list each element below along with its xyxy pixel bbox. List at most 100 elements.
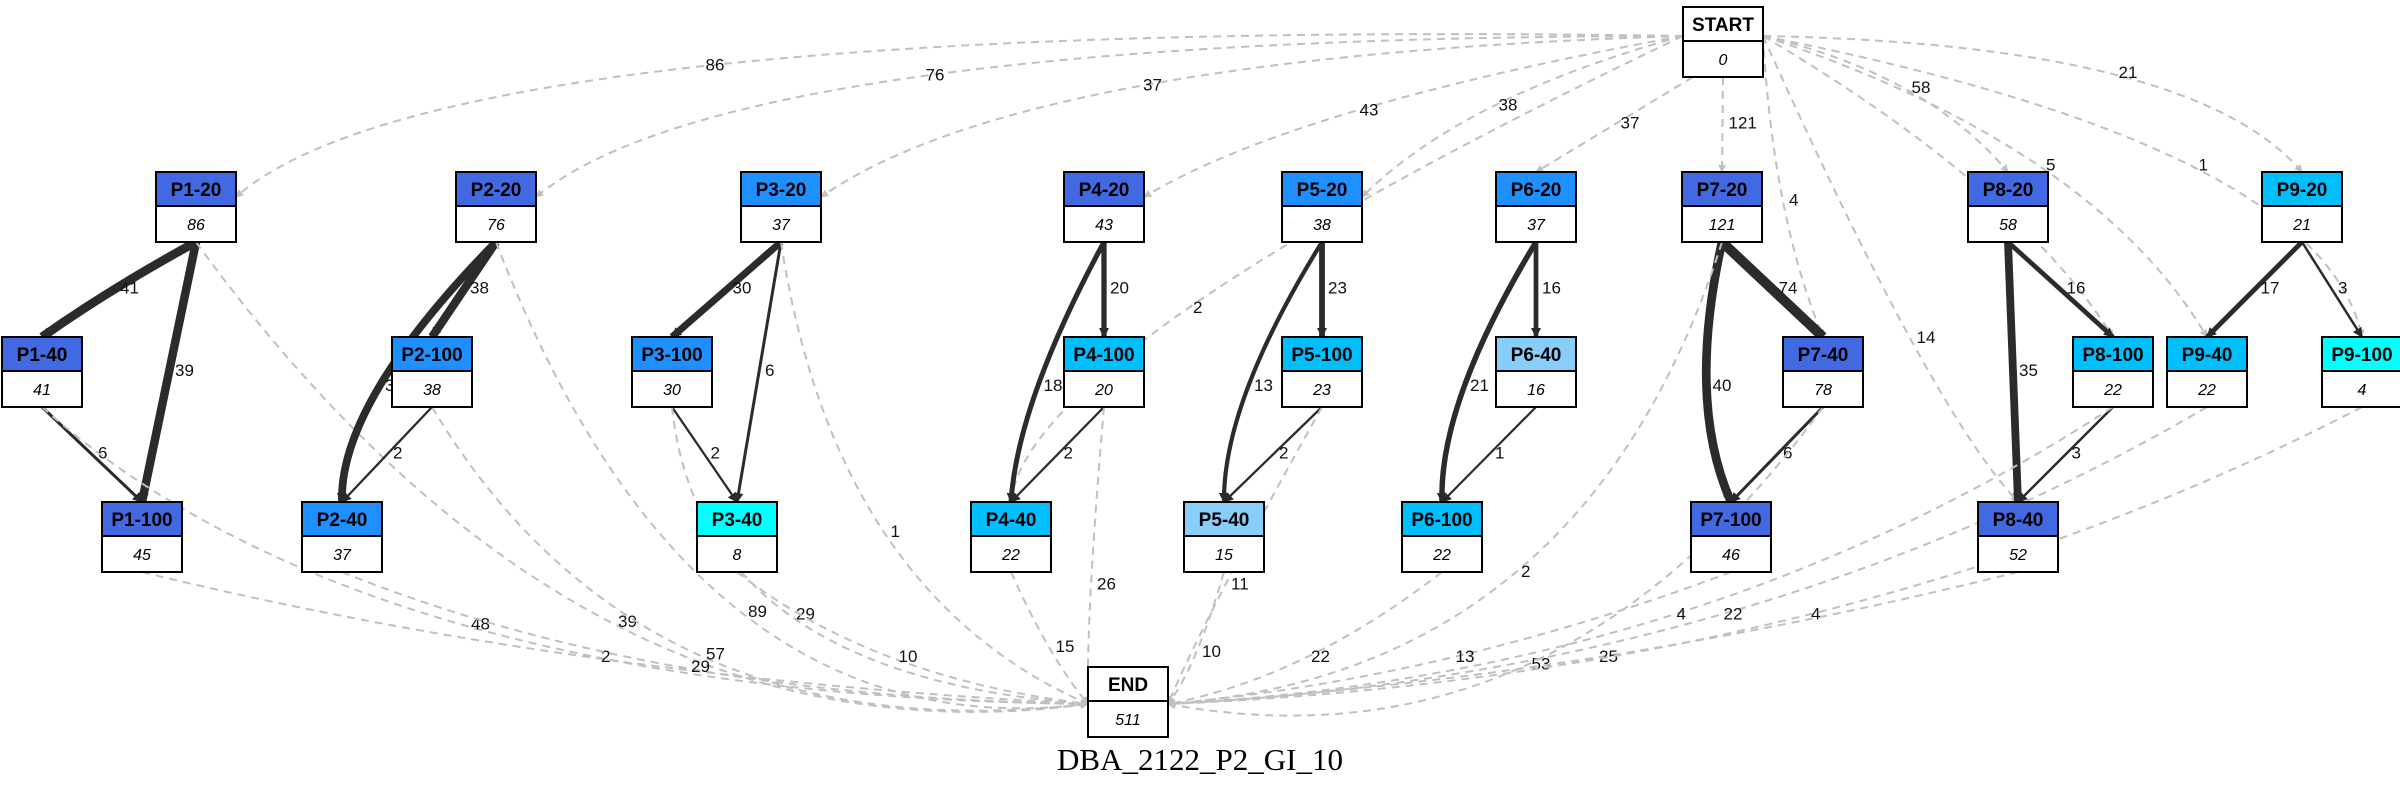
edge-start-to-p4-40	[1007, 35, 1684, 503]
node-count: 4	[2358, 382, 2367, 399]
edge-label: 40	[1713, 376, 1732, 395]
node-p3-40[interactable]: P3-408	[696, 501, 778, 573]
node-count: 37	[1527, 217, 1546, 234]
edge-label: 29	[691, 657, 710, 676]
edge-p9-20-to-p9-100	[2300, 241, 2364, 338]
edge-label: 1	[2199, 156, 2208, 175]
edge-p8-100-to-end	[1167, 406, 2114, 708]
edge-label: 6	[765, 361, 774, 380]
node-body	[1977, 535, 2059, 573]
node-body	[1690, 535, 1772, 573]
node-title: P5-20	[1297, 180, 1348, 201]
node-header	[1495, 171, 1577, 207]
node-body	[1967, 205, 2049, 243]
edge-p8-100-to-p8-40	[2017, 406, 2114, 503]
node-body	[696, 535, 778, 573]
edge-label: 13	[1254, 376, 1273, 395]
edge-label: 41	[120, 279, 139, 298]
edge-label: 74	[1779, 279, 1798, 298]
node-title: END	[1108, 675, 1148, 696]
edge-start-to-p2-20	[535, 35, 1684, 198]
edge-label: 48	[471, 615, 490, 634]
edge-label: 2	[1064, 444, 1073, 463]
node-body	[1682, 40, 1764, 78]
node-header	[1183, 501, 1265, 537]
edges-layer: 8676372433837121414586521141393964823538…	[39, 33, 2365, 717]
node-count: 52	[2009, 547, 2027, 564]
node-body	[1495, 370, 1577, 408]
node-count: 0	[1719, 52, 1728, 69]
node-body	[740, 205, 822, 243]
node-body	[1782, 370, 1864, 408]
node-body	[1063, 205, 1145, 243]
edge-p4-20-to-p4-40	[1006, 240, 1107, 503]
node-body	[1281, 370, 1363, 408]
node-count: 22	[2197, 382, 2216, 399]
node-count: 511	[1115, 712, 1141, 729]
node-title: P2-100	[401, 345, 462, 366]
node-body	[155, 205, 237, 243]
edge-p2-100-to-p2-40	[341, 406, 433, 503]
edge-p3-100-to-end	[671, 406, 1089, 708]
node-title: P7-40	[1798, 345, 1849, 366]
edge-label: 18	[1044, 376, 1063, 395]
edge-start-to-p6-20	[1535, 76, 1694, 173]
edge-label: 23	[1328, 279, 1347, 298]
edge-p7-40-to-p7-100	[1729, 405, 1825, 504]
node-body	[1183, 535, 1265, 573]
node-count: 37	[333, 547, 352, 564]
graph-caption: DBA_2122_P2_GI_10	[1057, 742, 1343, 777]
node-title: P8-20	[1983, 180, 2034, 201]
edge-start-to-p1-20	[235, 33, 1684, 198]
node-title: P8-100	[2082, 345, 2143, 366]
edge-start-to-p9-20	[1762, 35, 2303, 173]
edge-label: 121	[1729, 114, 1757, 133]
edge-p1-100-to-end	[141, 571, 1089, 708]
edge-start-to-p7-20	[1718, 76, 1727, 173]
node-end[interactable]: END 511	[1087, 666, 1169, 738]
edge-p2-100-to-end	[431, 406, 1089, 712]
edge-label: 2	[601, 647, 610, 666]
edge-p3-40-to-end	[736, 571, 1089, 708]
edge-label: 21	[1470, 376, 1489, 395]
node-title: P1-100	[111, 510, 172, 531]
node-header	[2321, 336, 2400, 372]
edge-label: 35	[2019, 361, 2038, 380]
node-title: P9-20	[2277, 180, 2328, 201]
edge-label: 25	[1599, 647, 1618, 666]
node-title: P4-20	[1079, 180, 1130, 201]
edge-p8-40-to-end	[1167, 571, 2019, 708]
edge-label: 6	[98, 444, 107, 463]
edge-label: 2	[711, 444, 720, 463]
node-title: P6-40	[1511, 345, 1562, 366]
edge-label: 1	[1495, 444, 1504, 463]
